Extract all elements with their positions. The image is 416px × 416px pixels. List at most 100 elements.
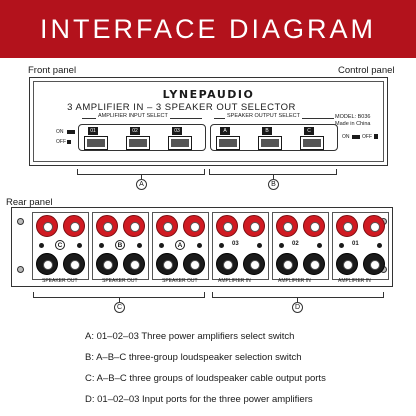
output-on-label: ON (342, 134, 350, 140)
speaker-c-red-terminal[interactable] (36, 215, 58, 237)
amp-group-02: 02 (272, 212, 329, 280)
amp-01-red-terminal[interactable] (363, 215, 385, 237)
banner-title: INTERFACE DIAGRAM (39, 14, 377, 44)
amp-02-black-terminal[interactable] (303, 253, 325, 275)
amp-01-red-terminal[interactable] (336, 215, 358, 237)
amp-03-red-terminal[interactable] (243, 215, 265, 237)
marker-a: A (136, 179, 147, 190)
amp-03-port-label: AMPLIFIER IN (218, 278, 251, 284)
speaker-group-a: A (152, 212, 209, 280)
speaker-c-letter: C (55, 240, 65, 250)
control-panel-label: Control panel (338, 65, 395, 76)
speaker-c-red-terminal[interactable] (63, 215, 85, 237)
speaker-a-black-terminal[interactable] (156, 253, 178, 275)
speaker-b-black-terminal[interactable] (96, 253, 118, 275)
legend-item-b: B: A–B–C three-group loudspeaker selecti… (85, 352, 302, 363)
amp-02-red-terminal[interactable] (303, 215, 325, 237)
post-dot (77, 243, 82, 248)
input-marker-stem (141, 175, 142, 179)
input-switch-01[interactable] (84, 136, 108, 150)
model-info: MODEL: B036 Made in China (335, 114, 379, 128)
output-letter-b: B (262, 127, 272, 135)
amp-01-port-label: AMPLIFIER IN (338, 278, 371, 284)
legend-item-d: D: 01–02–03 Input ports for the three po… (85, 394, 313, 405)
model-number: MODEL: B036 (335, 114, 371, 120)
output-switch-bracket (210, 124, 338, 151)
speaker-marker-brace (33, 292, 205, 298)
speaker-a-red-terminal[interactable] (183, 215, 205, 237)
front-panel-face: LYNEPAUDIO 3 AMPLIFIER IN – 3 SPEAKER OU… (33, 81, 384, 162)
output-switch-b[interactable] (258, 136, 282, 150)
output-switch-a[interactable] (216, 136, 240, 150)
speaker-b-black-terminal[interactable] (123, 253, 145, 275)
speaker-c-black-terminal[interactable] (63, 253, 85, 275)
amp-03-black-terminal[interactable] (216, 253, 238, 275)
amp-02-port-label: AMPLIFIER IN (278, 278, 311, 284)
speaker-c-port-label: SPEAKER OUT (42, 278, 78, 284)
post-dot (137, 243, 142, 248)
input-marker-brace (77, 169, 205, 175)
post-dot (257, 243, 262, 248)
screw-icon (17, 266, 24, 273)
amp-01-number: 01 (352, 241, 359, 247)
marker-d: D (292, 302, 303, 313)
amp-02-number: 02 (292, 241, 299, 247)
output-letter-c: C (304, 127, 314, 135)
output-marker-brace (209, 169, 337, 175)
amp-02-red-terminal[interactable] (276, 215, 298, 237)
input-group-label: AMPLIFIER INPUT SELECT (96, 113, 170, 119)
amp-03-number: 03 (232, 241, 239, 247)
post-dot (99, 243, 104, 248)
rear-panel: C B A 03 02 (11, 207, 393, 287)
brand-logo: LYNEPAUDIO (162, 88, 255, 101)
input-switch-02[interactable] (126, 136, 150, 150)
output-group-label: SPEAKER OUTPUT SELECT (225, 113, 302, 119)
screw-icon (17, 218, 24, 225)
legend-item-a: A: 01–02–03 Three power amplifiers selec… (85, 331, 295, 342)
post-dot (279, 243, 284, 248)
amp-03-red-terminal[interactable] (216, 215, 238, 237)
input-number-03: 03 (172, 127, 182, 135)
amp-03-black-terminal[interactable] (243, 253, 265, 275)
on-indicator-icon (352, 135, 360, 139)
post-dot (197, 243, 202, 248)
speaker-marker-stem (119, 298, 120, 302)
post-dot (317, 243, 322, 248)
output-off-label: OFF (362, 134, 372, 140)
post-dot (377, 243, 382, 248)
input-switch-03[interactable] (168, 136, 192, 150)
amp-marker-stem (297, 298, 298, 302)
speaker-b-red-terminal[interactable] (96, 215, 118, 237)
front-panel: LYNEPAUDIO 3 AMPLIFIER IN – 3 SPEAKER OU… (29, 77, 388, 166)
speaker-a-port-label: SPEAKER OUT (162, 278, 198, 284)
amp-01-black-terminal[interactable] (336, 253, 358, 275)
front-panel-label: Front panel (28, 65, 77, 76)
speaker-a-black-terminal[interactable] (183, 253, 205, 275)
amp-group-03: 03 (212, 212, 269, 280)
speaker-c-black-terminal[interactable] (36, 253, 58, 275)
speaker-a-red-terminal[interactable] (156, 215, 178, 237)
amp-01-black-terminal[interactable] (363, 253, 385, 275)
speaker-group-b: B (92, 212, 149, 280)
post-dot (219, 243, 224, 248)
front-subtitle: 3 AMPLIFIER IN – 3 SPEAKER OUT SELECTOR (67, 102, 296, 113)
input-on-label: ON (56, 129, 64, 135)
output-marker-stem (273, 175, 274, 179)
post-dot (339, 243, 344, 248)
legend-item-c: C: A–B–C three groups of loudspeaker cab… (85, 373, 326, 384)
speaker-group-c: C (32, 212, 89, 280)
amp-marker-brace (212, 292, 384, 298)
speaker-b-port-label: SPEAKER OUT (102, 278, 138, 284)
marker-b: B (268, 179, 279, 190)
output-switch-c[interactable] (300, 136, 324, 150)
input-off-label: OFF (56, 139, 66, 145)
speaker-b-red-terminal[interactable] (123, 215, 145, 237)
on-indicator-icon (67, 130, 75, 134)
title-banner: INTERFACE DIAGRAM (0, 0, 416, 58)
post-dot (39, 243, 44, 248)
speaker-b-letter: B (115, 240, 125, 250)
off-indicator-icon (67, 140, 71, 144)
amp-02-black-terminal[interactable] (276, 253, 298, 275)
post-dot (159, 243, 164, 248)
input-number-01: 01 (88, 127, 98, 135)
